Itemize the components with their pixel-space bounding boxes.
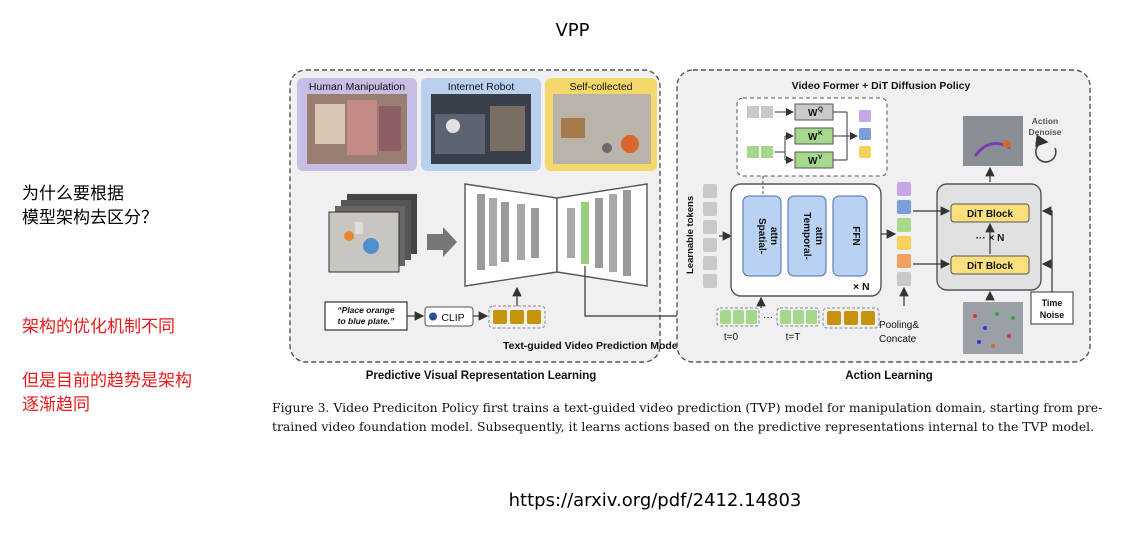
pooled-text-tokens [822, 307, 880, 329]
frame-tokens-tT [776, 307, 820, 327]
input-arrow [427, 227, 457, 257]
note-trend-line-2: 逐渐趋同 [22, 395, 90, 415]
instruction-line-1: “Place orange [337, 305, 394, 315]
text-tokens [488, 305, 546, 329]
frame-tokens-t0 [716, 307, 760, 327]
wv-row: W V [747, 146, 834, 169]
paper-url[interactable]: https://arxiv.org/pdf/2412.14803 [508, 490, 802, 511]
frame-ellipsis: ··· [763, 312, 773, 323]
wv-sup: V [818, 154, 823, 161]
input-video-frames [328, 194, 417, 273]
dit-block-bottom [950, 255, 1030, 275]
time-noise-line-1: Time [1042, 298, 1063, 308]
t0-label: t=0 [724, 332, 739, 343]
learnable-tokens-label: Learnable tokens [685, 196, 696, 274]
image-internet-label: Internet Robot [448, 81, 515, 93]
right-panel-title: Action Learning [845, 370, 933, 382]
caption-line-1: Figure 3. Video Prediciton Policy first … [272, 400, 1103, 415]
action-denoise-line-1: Action [1032, 116, 1058, 126]
action-denoise-line-2: Denoise [1028, 127, 1061, 137]
spatial-line-1: Spatial- [756, 218, 767, 254]
denoise-cycle-icon [1035, 134, 1057, 163]
dit-block-bottom-label: DiT Block [967, 261, 1014, 272]
image-self-label: Self-collected [569, 81, 632, 93]
feature-link [584, 266, 719, 321]
image-self-collected: Self-collected [545, 78, 657, 171]
caption-line-2: trained video foundation model. Subseque… [272, 419, 1095, 434]
tT-label: t=T [786, 332, 801, 343]
clip-dot [429, 312, 437, 321]
image-human-manipulation: Human Manipulation [297, 78, 417, 171]
instruction-box [324, 301, 408, 331]
tvp-model-label: Text-guided Video Prediction Model [503, 340, 681, 352]
ffn-block: FFN [832, 195, 868, 277]
note-trend: 但是目前的趋势是架构 逐渐趋同 [22, 369, 192, 417]
instruction-line-2: to blue plate.” [338, 316, 395, 326]
question-line-1: 为什么要根据 [22, 184, 124, 204]
wq-sup: Q [818, 106, 823, 113]
attention-arrows [775, 108, 858, 164]
wk-sup: K [818, 130, 823, 137]
wq-label: W [808, 108, 818, 119]
question-text: 为什么要根据 模型架构去区分？ [22, 182, 158, 230]
temporal-line-1: Temporal- [801, 212, 812, 260]
image-human-label: Human Manipulation [309, 81, 405, 93]
question-line-2: 模型架构去区分？ [22, 208, 158, 228]
time-noise-box [1030, 291, 1074, 325]
former-times-n: × N [853, 281, 870, 293]
output-action-image [963, 116, 1023, 166]
learnable-token-column [703, 184, 717, 288]
time-noise-arrow-top [1041, 206, 1053, 292]
attention-output-tokens [859, 110, 871, 158]
image-internet-robot: Internet Robot [421, 78, 541, 171]
time-noise-line-2: Noise [1040, 310, 1065, 320]
wk-label: W [808, 132, 818, 143]
temporal-line-2: attn [813, 227, 824, 245]
spatial-attn-block: Spatial- attn [742, 195, 782, 277]
spatial-line-2: attn [768, 227, 779, 245]
wk-row: W K [794, 127, 834, 145]
temporal-attn-block: Temporal- attn [787, 195, 827, 277]
note-architecture-optimization: 架构的优化机制不同 [22, 317, 175, 337]
noisy-action-image [963, 302, 1023, 354]
note-trend-line-1: 但是目前的趋势是架构 [22, 371, 192, 391]
ffn-label: FFN [850, 226, 861, 245]
figure-caption: Figure 3. Video Prediciton Policy first … [272, 398, 1112, 436]
wv-label: W [808, 156, 818, 167]
pooling-line-2: Concate [879, 334, 917, 345]
dit-block-top-label: DiT Block [967, 209, 1014, 220]
clip-label: CLIP [441, 312, 464, 324]
slide-title: VPP [555, 20, 590, 41]
video-former-title: Video Former + DiT Diffusion Policy [792, 80, 971, 92]
former-output-tokens [897, 182, 911, 286]
wq-row: W Q [747, 103, 834, 121]
vpp-figure: Human Manipulation Internet Robot Self-c… [289, 69, 1091, 382]
tvp-layers [477, 190, 631, 276]
dit-block-top [950, 203, 1030, 223]
left-panel-title: Predictive Visual Representation Learnin… [366, 370, 597, 382]
pooling-line-1: Pooling& [879, 320, 919, 331]
